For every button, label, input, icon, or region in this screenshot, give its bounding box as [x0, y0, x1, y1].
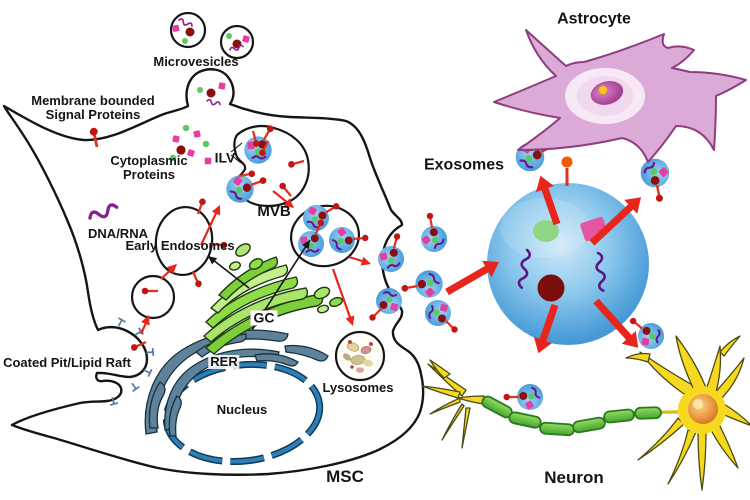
neuron-dendrites	[625, 335, 750, 491]
neuron-cell	[421, 335, 750, 491]
endocytic-vesicle	[130, 274, 176, 320]
red-arrow-vesicle-to-endosome	[160, 260, 181, 280]
msc-cell-membrane	[2, 68, 425, 476]
thick-red-arrows	[445, 175, 642, 354]
label-astrocyte: Astrocyte	[557, 10, 631, 28]
label-dna-rna: DNA/RNA	[88, 225, 148, 241]
label-line: Signal Proteins	[45, 107, 141, 122]
mvb	[290, 194, 371, 268]
ilv-endosome	[220, 123, 310, 212]
cargo-protein-dark-red	[537, 274, 565, 302]
axon-terminals	[421, 359, 485, 449]
budding-microvesicle-contents	[197, 82, 226, 108]
label-msc: MSC	[326, 466, 364, 486]
myelin-sheath	[481, 395, 662, 437]
red-arrow-ilv-to-mvb	[272, 190, 297, 212]
surface-pin	[561, 156, 573, 186]
red-arrow-mvb-to-lysosome	[331, 268, 358, 328]
cargo-protein-green	[533, 220, 559, 242]
label-coated-pit-lipid-raft: Coated Pit/Lipid Raft	[3, 354, 131, 370]
label-line: Cytoplasmic	[110, 152, 188, 168]
cytoplasmic-proteins	[169, 124, 212, 165]
microvesicle	[219, 24, 255, 60]
label-cytoplasmic-proteins: Cytoplasmic Proteins	[110, 152, 188, 182]
label-line: Membrane bounded	[31, 92, 155, 108]
label-ilv: ILV	[214, 149, 236, 166]
large-exosome	[487, 156, 649, 345]
red-arrow-pit-to-vesicle	[139, 313, 154, 335]
cargo-rna-squiggle	[517, 248, 606, 292]
label-exosomes: Exosomes	[423, 156, 505, 174]
red-arrow-endosome-to-ilv	[200, 203, 225, 246]
label-nucleus: Nucleus	[216, 401, 268, 417]
label-neuron: Neuron	[544, 467, 604, 487]
label-membrane-bounded-signal-proteins: Membrane bounded Signal Proteins	[31, 92, 155, 122]
label-lysosomes: Lysosomes	[322, 379, 394, 395]
neuron-nucleus	[688, 394, 718, 424]
label-microvesicles: Microvesicles	[153, 53, 239, 69]
astrocyte-cell	[493, 29, 747, 163]
label-rer: RER	[208, 353, 240, 370]
label-early-endosomes: Early Endosomes	[125, 237, 235, 253]
microvesicle	[169, 11, 207, 49]
label-line: Proteins	[122, 167, 175, 182]
lysosome	[334, 330, 386, 382]
label-mvb: MVB	[257, 202, 291, 220]
astrocyte-nucleolus	[598, 85, 608, 95]
red-arrow-mvb-to-membrane	[348, 255, 373, 269]
ilv-label-pointer	[230, 142, 243, 164]
label-gc: GC	[250, 310, 278, 326]
early-endosome	[154, 196, 229, 290]
black-arrow-gc-to-endosome	[205, 252, 250, 289]
